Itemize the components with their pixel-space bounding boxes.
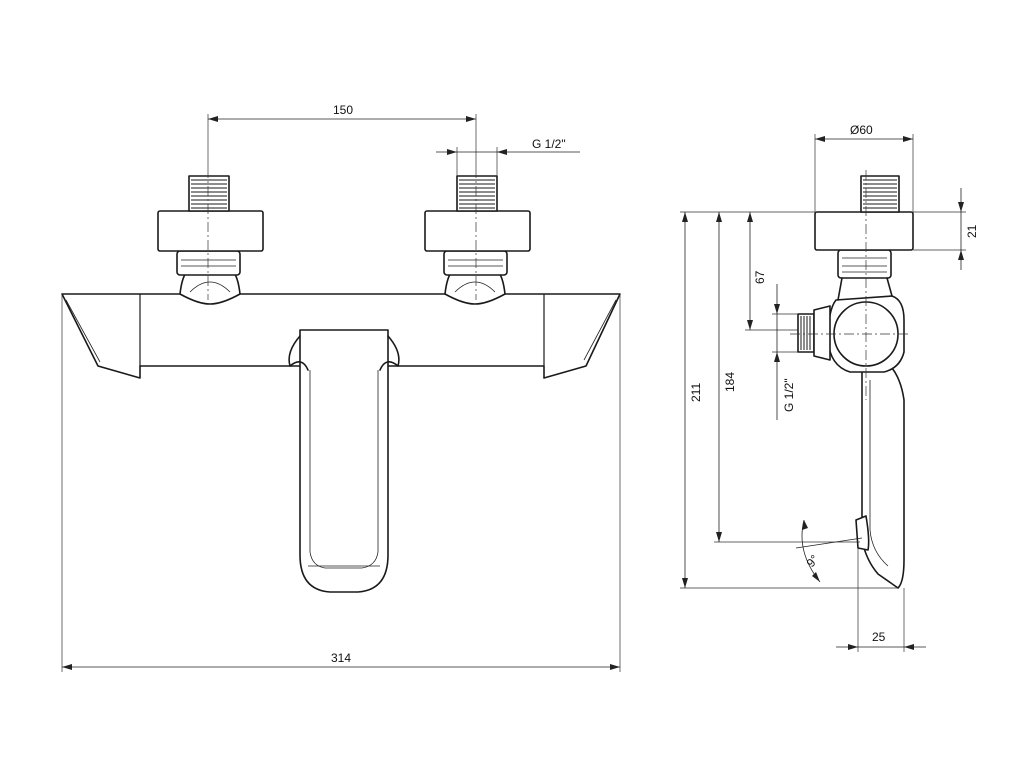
side-hex-nut-lines (842, 257, 887, 273)
side-lever (861, 359, 905, 589)
spout-left-fin (288, 335, 309, 371)
dim-total-height: 211 (680, 211, 898, 589)
side-view: Ø60 21 67 G 1/2" (680, 123, 979, 652)
dim-body-diameter-label: Ø60 (850, 123, 873, 137)
side-lever-inner (869, 380, 889, 567)
right-thread (456, 175, 498, 212)
dim-total-width-label: 314 (331, 651, 351, 665)
left-hex-nut-line (181, 259, 236, 267)
side-neck (837, 277, 893, 301)
dim-spout-angle-label: 9° (804, 552, 822, 570)
right-inlet-connector-inner (454, 281, 496, 293)
right-inlet (424, 168, 531, 305)
side-outlet-thread (797, 313, 815, 353)
left-hex-nut (176, 250, 241, 276)
side-thread (860, 175, 900, 213)
dim-thread-side-label: G 1/2" (782, 378, 796, 412)
spout (299, 329, 389, 593)
left-flange (157, 210, 264, 252)
dim-total-height-label: 211 (689, 383, 703, 402)
side-spout-tip (855, 515, 870, 551)
body-left-chamfer (65, 299, 101, 363)
dim-thread-top: G 1/2" (436, 137, 580, 176)
dim-spout-projection: 25 (836, 548, 926, 652)
left-inlet-connector-inner (189, 281, 231, 293)
right-hex-nut (443, 250, 508, 276)
side-flange (814, 211, 914, 251)
right-flange (424, 210, 531, 252)
dim-nut-height-label: 21 (965, 224, 979, 238)
dim-body-diameter: Ø60 (814, 123, 914, 212)
spout-right-fin (379, 335, 400, 371)
side-hex-nut (837, 249, 892, 279)
dim-total-width: 314 (61, 294, 621, 672)
spout-inner-line (309, 370, 379, 569)
side-outlet-thread-lines (800, 316, 811, 350)
dim-nut-height: 21 (913, 188, 979, 270)
dim-thread-top-label: G 1/2" (532, 137, 566, 151)
dim-outlet-height-label: 67 (753, 270, 767, 284)
dim-spout-angle: 9° (795, 519, 863, 583)
side-thread-lines (863, 179, 897, 209)
right-hex-nut-line (448, 259, 503, 267)
dim-inlet-spacing: 150 (207, 103, 477, 168)
left-inlet (157, 168, 264, 305)
dim-inlet-spacing-label: 150 (333, 103, 353, 117)
dim-spout-height-label: 184 (723, 372, 737, 392)
body-right-chamfer (583, 299, 617, 361)
side-outlet-connector (813, 305, 831, 361)
dim-spout-height: 184 (714, 211, 860, 543)
dim-spout-projection-label: 25 (872, 630, 886, 644)
left-thread-lines (191, 179, 227, 209)
dim-thread-side: G 1/2" (772, 284, 798, 420)
dim-outlet-height: 67 (745, 211, 815, 331)
front-view: 150 G 1/2" 314 (61, 103, 621, 672)
right-thread-lines (459, 179, 495, 209)
left-thread (188, 175, 230, 212)
